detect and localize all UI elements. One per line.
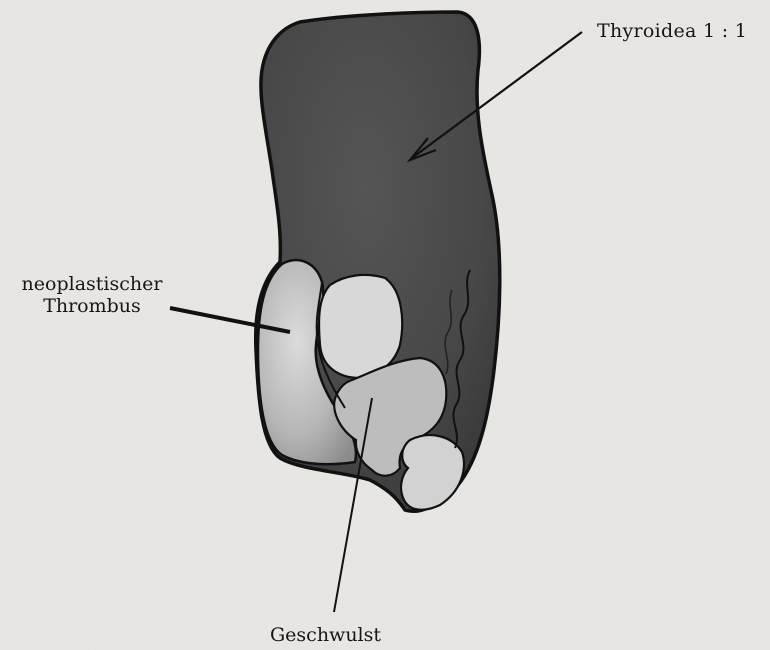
label-thyroidea: Thyroidea 1 : 1 — [597, 20, 747, 42]
tumor-central-lobe — [319, 275, 402, 378]
label-thrombus-line2: Thrombus — [14, 295, 170, 317]
label-thrombus-line1: neoplastischer — [14, 273, 170, 295]
label-geschwulst: Geschwulst — [270, 624, 381, 646]
label-neoplastic-thrombus: neoplastischer Thrombus — [14, 273, 170, 317]
